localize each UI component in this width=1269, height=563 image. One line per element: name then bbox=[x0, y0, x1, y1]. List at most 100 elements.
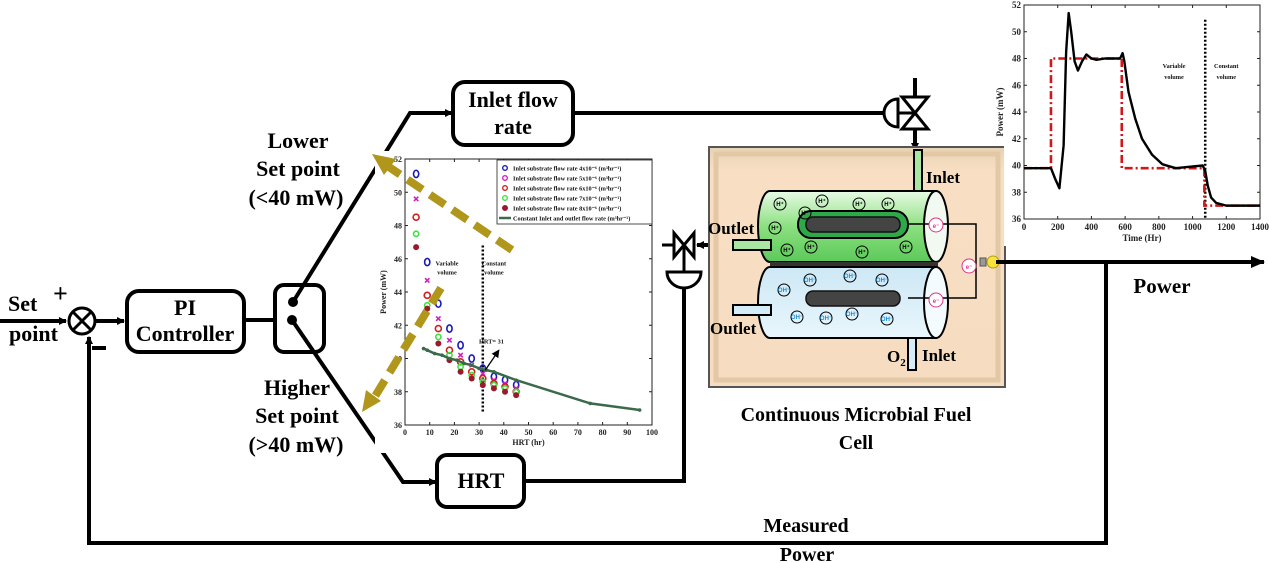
hydroxide-marker bbox=[875, 273, 889, 287]
svg-text:Lower: Lower bbox=[267, 128, 328, 153]
x-tick-label: 70 bbox=[574, 428, 582, 437]
data-point-8e-6 bbox=[490, 385, 497, 392]
chart-annotation: Variable bbox=[1163, 63, 1186, 70]
ion-markers: H⁺H⁺H⁺H⁺H⁺H⁺H⁺H⁺H⁺H⁺OH⁻OH⁻OH⁻OH⁻OH⁻OH⁻OH… bbox=[768, 194, 977, 326]
lower-branch-wire bbox=[291, 109, 453, 304]
data-point-4e-6 bbox=[423, 257, 431, 267]
data-point-6e-6 bbox=[467, 367, 476, 376]
power-label: Power bbox=[1133, 274, 1190, 298]
data-point-8e-6 bbox=[435, 340, 442, 347]
constant-flow-point bbox=[492, 370, 496, 374]
data-point-4e-6 bbox=[468, 354, 476, 363]
hydroxide-label: OH⁻ bbox=[791, 315, 803, 321]
gold-dashed-arrows bbox=[362, 154, 515, 412]
hydroxide-label: OH⁻ bbox=[778, 288, 790, 294]
data-point-8e-6 bbox=[468, 375, 475, 382]
electron-marker bbox=[928, 292, 944, 308]
constant-flow-point bbox=[469, 363, 474, 367]
y-tick-label: 42 bbox=[394, 321, 402, 330]
hydroxide-label: OH⁻ bbox=[876, 278, 888, 284]
svg-text:Inlet flow: Inlet flow bbox=[468, 87, 558, 112]
proton-label: H⁺ bbox=[783, 247, 791, 254]
y-tick-label: 38 bbox=[394, 388, 402, 397]
svg-text:HRT: HRT bbox=[458, 468, 505, 493]
data-point-6e-6 bbox=[412, 213, 420, 221]
pi-controller-block[interactable]: PI Controller bbox=[125, 289, 246, 354]
higher-branch-wire bbox=[290, 318, 437, 486]
y-tick-label: 48 bbox=[394, 222, 402, 231]
chart-annotation: Constant bbox=[1214, 63, 1239, 70]
x-tick-label: 80 bbox=[599, 428, 607, 437]
legend-entry: Inlet substrate flow rate 5x10⁻⁶ (m³hr⁻¹… bbox=[513, 175, 621, 182]
x-tick-label: 1000 bbox=[1184, 222, 1203, 232]
x-tick-label: 1200 bbox=[1217, 222, 1236, 232]
measured-power-line bbox=[1024, 11, 1260, 207]
set-point-label-2: point bbox=[9, 321, 59, 346]
data-point-5e-6 bbox=[435, 315, 442, 322]
x-tick-label: 20 bbox=[450, 428, 458, 437]
data-point-4e-6 bbox=[457, 340, 464, 350]
x-axis-label: Time (Hr) bbox=[1122, 233, 1161, 243]
hrt-annotation-arrow bbox=[484, 349, 500, 371]
y-tick-label: 42 bbox=[1012, 134, 1022, 144]
data-point-7e-6 bbox=[412, 230, 420, 238]
proton-label: H⁺ bbox=[855, 201, 863, 208]
summing-junction: + bbox=[53, 279, 106, 350]
y-tick-label: 44 bbox=[394, 288, 402, 297]
hydroxide-marker bbox=[819, 311, 833, 325]
hrt-block[interactable]: HRT bbox=[435, 453, 526, 509]
proton-marker bbox=[855, 245, 869, 259]
chart-annotation: volume bbox=[1164, 74, 1184, 81]
x-tick-label: 200 bbox=[1051, 222, 1065, 232]
x-tick-label: 0 bbox=[403, 428, 407, 437]
o2-inlet-pipe bbox=[907, 337, 917, 371]
data-point-4e-6 bbox=[446, 324, 453, 333]
data-point-5e-6 bbox=[480, 370, 486, 377]
minus-sign bbox=[92, 346, 106, 350]
proton-label: H⁺ bbox=[776, 201, 784, 208]
chart-annotation: Constant bbox=[482, 260, 507, 267]
proton-marker bbox=[899, 240, 913, 254]
hydroxide-marker bbox=[777, 283, 791, 297]
y-tick-label: 44 bbox=[1012, 107, 1022, 117]
data-point-8e-6 bbox=[479, 382, 486, 389]
proton-marker bbox=[815, 194, 829, 208]
x-tick-label: 60 bbox=[549, 428, 557, 437]
legend-entry: Constant Inlet and outlet flow rate (m³h… bbox=[513, 215, 630, 222]
set-point-input: Set point bbox=[0, 291, 67, 346]
electron-label: e⁻ bbox=[933, 224, 940, 230]
y-tick-label: 36 bbox=[1012, 214, 1022, 224]
proton-marker bbox=[852, 197, 866, 211]
constant-flow-point bbox=[514, 378, 518, 382]
svg-text:Cell: Cell bbox=[839, 432, 874, 454]
electron-label: e⁻ bbox=[933, 299, 940, 305]
inlet-top-label: Inlet bbox=[926, 168, 960, 187]
inlet-flow-rate-block[interactable]: Inlet flow rate bbox=[451, 80, 575, 147]
gold-arrow-down-head bbox=[362, 390, 381, 412]
data-point-8e-6 bbox=[457, 368, 464, 375]
gold-arrow-up-head bbox=[372, 154, 396, 175]
hydroxide-marker bbox=[880, 312, 894, 326]
x-tick-label: 800 bbox=[1152, 222, 1166, 232]
legend-swatch bbox=[502, 184, 509, 191]
data-point-5e-6 bbox=[424, 277, 430, 284]
mfc-caption: Continuous Microbial Fuel Cell bbox=[741, 404, 972, 454]
hydroxide-marker bbox=[790, 310, 804, 324]
inlet-valve-icon[interactable] bbox=[882, 78, 932, 151]
y-tick-label: 50 bbox=[394, 188, 402, 197]
proton-label: H⁺ bbox=[807, 244, 815, 251]
svg-text:Continuous Microbial Fuel: Continuous Microbial Fuel bbox=[741, 404, 972, 426]
chart-annotation: volume bbox=[484, 269, 504, 276]
cathode-outlet-pipe bbox=[732, 304, 772, 316]
feedback-wire bbox=[85, 262, 1108, 545]
data-point-7e-6 bbox=[434, 333, 442, 341]
pi-controller-label-2: Controller bbox=[136, 321, 235, 346]
data-point-4e-6 bbox=[412, 169, 420, 179]
legend-box bbox=[496, 159, 653, 225]
x-tick-label: 30 bbox=[475, 428, 483, 437]
y-axis-label: Power (mW) bbox=[379, 270, 388, 314]
proton-marker bbox=[804, 240, 818, 254]
proton-marker bbox=[780, 243, 794, 257]
svg-text:rate: rate bbox=[494, 114, 532, 139]
